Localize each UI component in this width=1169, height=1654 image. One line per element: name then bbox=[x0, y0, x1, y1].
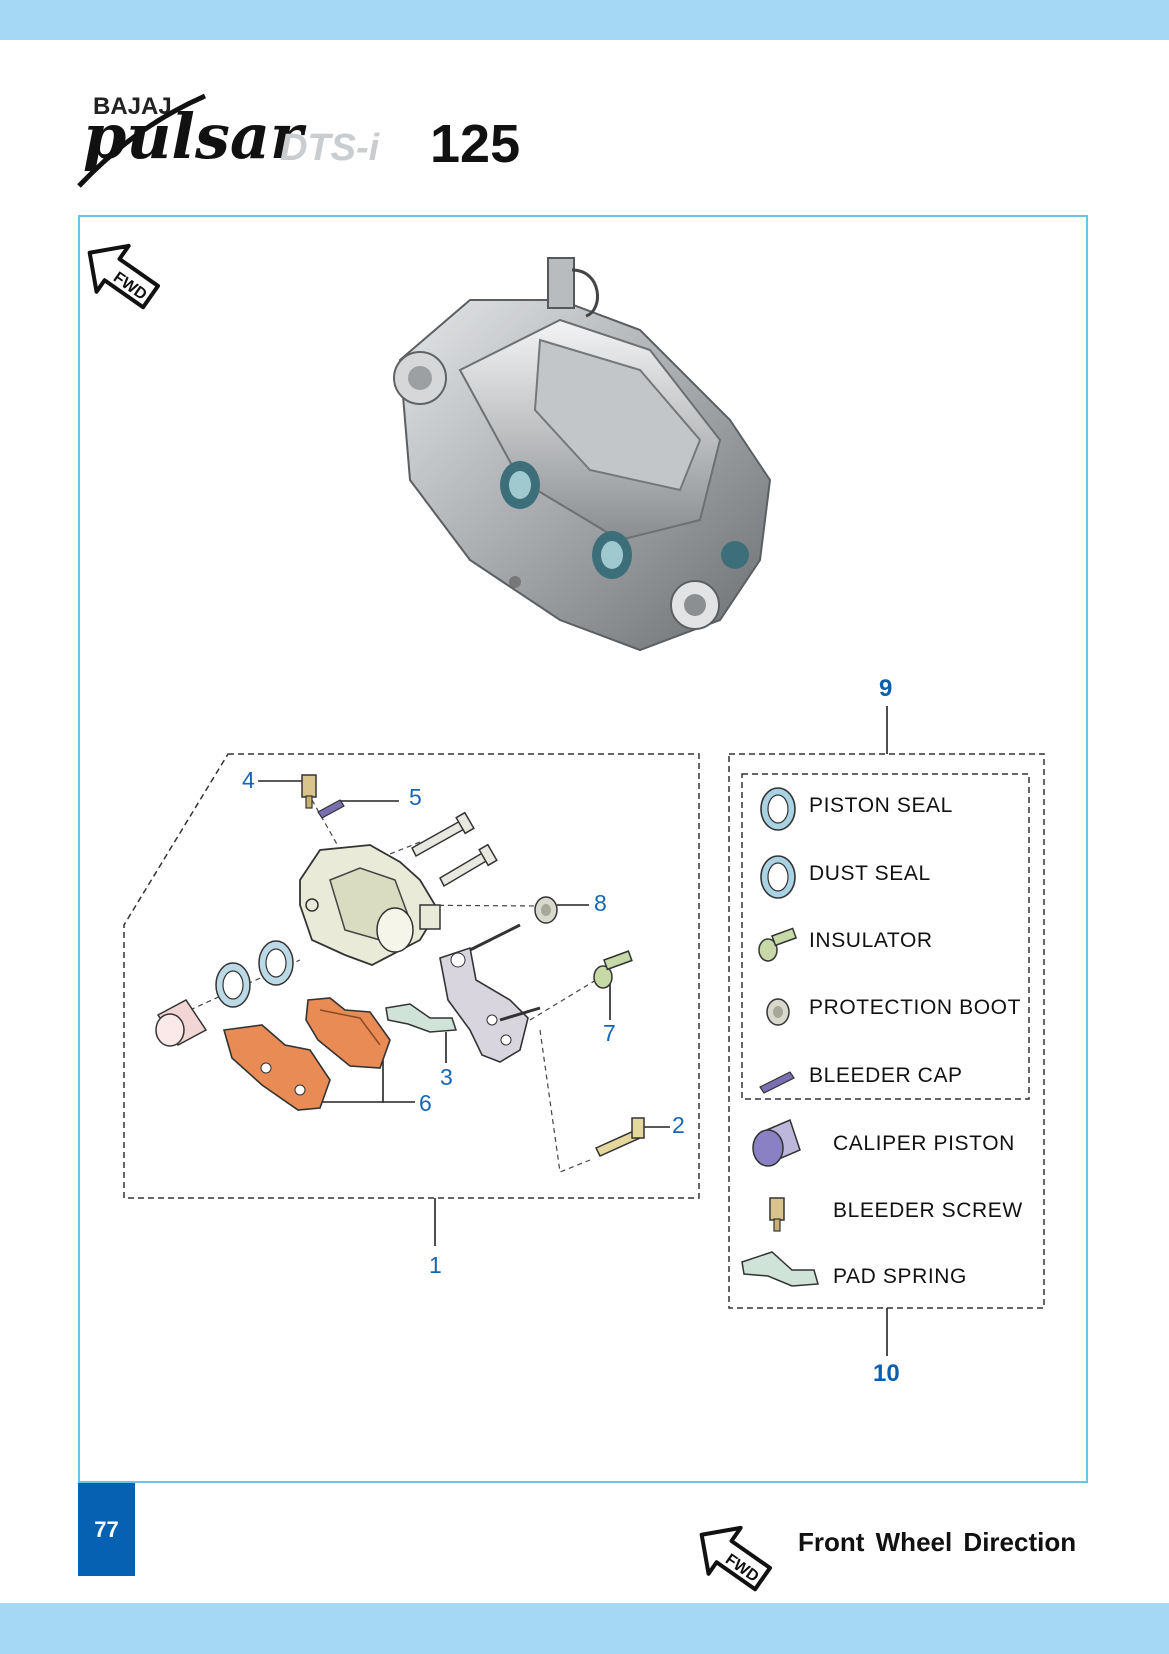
callout-6: 6 bbox=[419, 1090, 432, 1116]
dust-seal-icon bbox=[760, 855, 796, 899]
callout-5: 5 bbox=[409, 784, 422, 810]
caliper-piston-icon bbox=[752, 1118, 801, 1167]
callout-9: 9 bbox=[879, 675, 893, 702]
bottom-band bbox=[0, 1603, 1169, 1654]
mounting-bolt-part bbox=[594, 1117, 645, 1157]
bleeder-cap-icon bbox=[759, 1071, 795, 1094]
kit-label-insulator: INSULATOR bbox=[809, 929, 933, 952]
piston-seal-rings bbox=[215, 940, 294, 1008]
kit-label-caliper-piston: CALIPER PISTON bbox=[833, 1132, 1015, 1155]
caliper-piston-part bbox=[155, 999, 208, 1047]
bleeder-screw-part bbox=[301, 774, 317, 809]
pad-spring-icon bbox=[741, 1251, 819, 1287]
piston-seal-icon bbox=[760, 787, 796, 831]
pad-spring-part bbox=[385, 1003, 458, 1033]
kit-10-box bbox=[728, 753, 1045, 1309]
footer-fwd-arrow-icon: FWD bbox=[699, 1525, 772, 1592]
kit-label-bleeder-cap: BLEEDER CAP bbox=[809, 1064, 963, 1087]
kit-9-box bbox=[741, 773, 1030, 1100]
callout-3: 3 bbox=[440, 1064, 453, 1090]
callout-7: 7 bbox=[603, 1020, 616, 1046]
kit-label-protection-boot: PROTECTION BOOT bbox=[809, 996, 1022, 1019]
kit-icons bbox=[741, 787, 819, 1287]
brake-pads-part bbox=[222, 997, 391, 1111]
insulator-bolt-part bbox=[593, 950, 633, 989]
front-wheel-direction-label: Front Wheel Direction bbox=[798, 1527, 1077, 1557]
bleeder-screw-icon bbox=[769, 1197, 785, 1232]
callout-4: 4 bbox=[242, 767, 255, 793]
bleeder-cap-part bbox=[317, 799, 345, 819]
kit-label-bleeder-screw: BLEEDER SCREW bbox=[833, 1199, 1023, 1222]
callout-1: 1 bbox=[429, 1252, 442, 1278]
logo-script-text: pulsar bbox=[83, 100, 307, 173]
page-number: 77 bbox=[78, 1483, 135, 1576]
assembly-guides bbox=[189, 799, 597, 1173]
protection-boot-part bbox=[534, 896, 558, 924]
caliper-bracket-part bbox=[439, 923, 541, 1063]
fwd-arrow-icon: FWD bbox=[87, 243, 160, 310]
caliper-body-part bbox=[299, 844, 441, 966]
logo-maker-text: BAJAJ bbox=[93, 93, 172, 120]
callout-8: 8 bbox=[594, 890, 607, 916]
caliper-assembly-image bbox=[393, 257, 772, 652]
kit-label-piston-seal: PISTON SEAL bbox=[809, 794, 953, 817]
callout-2: 2 bbox=[672, 1112, 685, 1138]
logo-swoosh bbox=[77, 93, 207, 188]
leader-lines bbox=[258, 706, 888, 1356]
protection-boot-icon bbox=[766, 998, 790, 1026]
logo-number-text: 125 bbox=[430, 114, 520, 174]
logo-variant-text: DTS-i bbox=[280, 127, 381, 169]
kit-label-dust-seal: DUST SEAL bbox=[809, 862, 931, 885]
group-box-1 bbox=[123, 753, 700, 1199]
kit-label-pad-spring: PAD SPRING bbox=[833, 1265, 967, 1288]
callout-10: 10 bbox=[873, 1360, 900, 1387]
insulator-icon bbox=[758, 927, 798, 962]
pulsar-logo: BAJAJ pulsar DTS-i 125 bbox=[77, 93, 520, 188]
top-band bbox=[0, 0, 1169, 40]
slide-pins bbox=[411, 811, 498, 888]
diagram-frame bbox=[78, 215, 1088, 1483]
